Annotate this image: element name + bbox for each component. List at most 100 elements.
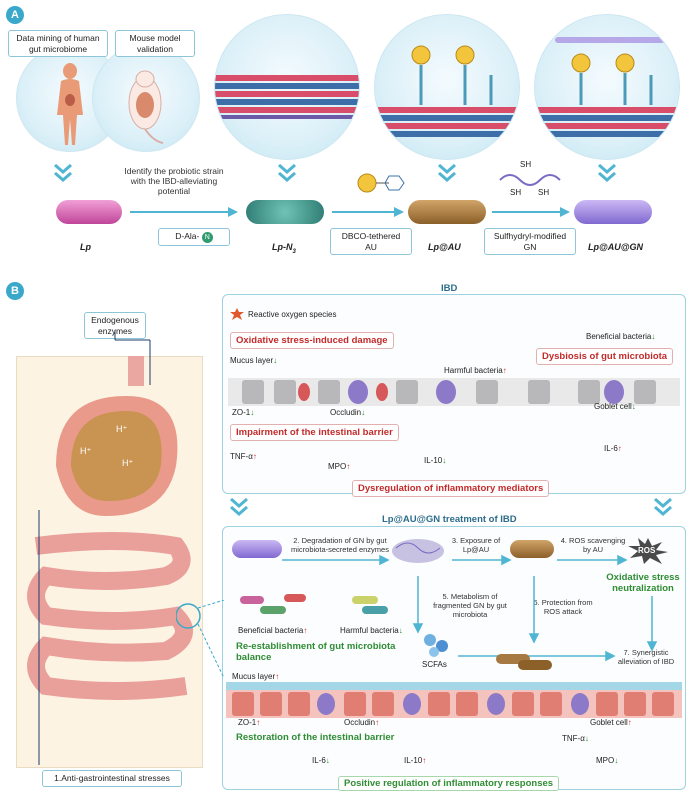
lp-bacterium bbox=[56, 200, 122, 224]
treatment-title: Lp@AU@GN treatment of IBD bbox=[378, 514, 521, 525]
svg-text:H⁺: H⁺ bbox=[122, 458, 133, 468]
sulfhydryl-label: Sulfhydryl-modified GN bbox=[484, 228, 576, 256]
lp-au-bacterium bbox=[510, 540, 554, 558]
harmful-bot-text: Harmful bacteria bbox=[340, 626, 399, 635]
panel-b-badge: B bbox=[6, 282, 24, 300]
lp-au-cluster-icon bbox=[496, 654, 552, 670]
il10-bot-label: IL-10↑ bbox=[404, 756, 427, 765]
step2-text: 2. Degradation of GN by gut microbiota-s… bbox=[291, 536, 389, 554]
lp-label: Lp bbox=[80, 242, 91, 252]
mpo-top-text: MPO bbox=[328, 462, 347, 471]
pointer-line bbox=[38, 510, 40, 765]
il10-bot-text: IL-10 bbox=[404, 756, 423, 765]
mucus-top-label: Mucus layer↓ bbox=[230, 356, 278, 365]
lp-au-gn-circle bbox=[534, 14, 680, 160]
harmful-top-label: Harmful bacteria↑ bbox=[444, 366, 507, 375]
scfas-icon bbox=[424, 634, 448, 657]
goblet-bot-label: Goblet cell↑ bbox=[590, 718, 632, 727]
lp-n3-bacterium bbox=[246, 200, 324, 224]
zoom-connector bbox=[176, 600, 225, 679]
occludin-top-text: Occludin bbox=[330, 408, 362, 417]
sh-label: SH bbox=[538, 188, 550, 197]
beneficial-bot-label: Beneficial bacteria↑ bbox=[238, 626, 308, 635]
mouse-model-label: Mouse model validation bbox=[115, 30, 195, 58]
step4-text: 4. ROS scavenging by AU bbox=[560, 536, 626, 554]
tnf-bot-label: TNF-α↓ bbox=[562, 734, 589, 743]
ros-icon bbox=[230, 308, 244, 320]
lp-au-gn-bacterium bbox=[232, 540, 282, 558]
step3-text: 3. Exposure of Lp@AU bbox=[451, 536, 501, 554]
positive-regulation-title: Positive regulation of inflammatory resp… bbox=[338, 776, 560, 791]
anti-stress-label: 1.Anti-gastrointestinal stresses bbox=[42, 770, 182, 787]
epithelium-damaged bbox=[228, 378, 680, 406]
harmful-bot-label: Harmful bacteria↓ bbox=[340, 626, 403, 635]
d-ala-text: D-Ala- bbox=[175, 231, 200, 241]
occludin-top-label: Occludin↓ bbox=[330, 408, 366, 417]
mucus-bot-label: Mucus layer↑ bbox=[232, 672, 280, 681]
fragmented-gn-icon bbox=[392, 539, 444, 563]
chevron-down-icon bbox=[598, 163, 616, 182]
reestablish-title: Re-establishment of gut microbiota balan… bbox=[236, 641, 396, 663]
chevron-down-icon bbox=[230, 497, 248, 516]
tnf-top-label: TNF-α↑ bbox=[230, 452, 257, 461]
mouse-icon bbox=[128, 70, 164, 144]
arrow-right-icon bbox=[130, 207, 238, 217]
d-ala-label: D-Ala- N bbox=[158, 228, 230, 246]
gi-tract-illustration: H⁺ H⁺ H⁺ bbox=[27, 356, 193, 700]
lp-n3-circle bbox=[214, 14, 360, 160]
ros-legend: Reactive oxygen species bbox=[248, 310, 337, 319]
occludin-bot-text: Occludin bbox=[344, 718, 376, 727]
scfas-label: SCFAs bbox=[422, 660, 447, 669]
tnf-bot-text: TNF-α bbox=[562, 734, 585, 743]
membrane-illustration bbox=[215, 75, 359, 119]
lp-au-circle bbox=[374, 14, 520, 160]
harmful-bacteria-icon bbox=[352, 596, 388, 614]
occludin-bot-label: Occludin↑ bbox=[344, 718, 380, 727]
zo1-bot-text: ZO-1 bbox=[238, 718, 257, 727]
chevron-down-icon bbox=[54, 163, 72, 182]
identify-text: Identify the probiotic strain with the I… bbox=[124, 166, 224, 197]
impairment-title: Impairment of the intestinal barrier bbox=[230, 424, 399, 441]
zo1-top-text: ZO-1 bbox=[232, 408, 251, 417]
bacteria-cluster-icon bbox=[240, 594, 306, 614]
svg-text:H⁺: H⁺ bbox=[116, 424, 127, 434]
il6-top-text: IL-6 bbox=[604, 444, 618, 453]
lp-n3-subscript: 3 bbox=[292, 248, 296, 255]
il10-top-label: IL-10↓ bbox=[424, 456, 447, 465]
lp-n3-label: Lp-N3 bbox=[272, 242, 296, 255]
zo1-bot-label: ZO-1↑ bbox=[238, 718, 261, 727]
dysbiosis-title: Dysbiosis of gut microbiota bbox=[536, 348, 674, 365]
beneficial-top-text: Beneficial bacteria bbox=[586, 332, 652, 341]
dysregulation-title: Dysregulation of inflammatory mediators bbox=[352, 480, 550, 497]
goblet-top-label: Goblet cell↓ bbox=[594, 402, 636, 411]
arrow-right-icon bbox=[492, 207, 570, 217]
il6-bot-text: IL-6 bbox=[312, 756, 326, 765]
lp-au-gn-bacterium bbox=[574, 200, 652, 224]
svg-text:H⁺: H⁺ bbox=[80, 446, 91, 456]
epithelium-healthy bbox=[226, 682, 682, 718]
lp-n3-text: Lp-N bbox=[272, 242, 293, 252]
lp-au-molecule bbox=[375, 45, 519, 137]
ros-burst-icon bbox=[628, 538, 668, 564]
mouse-circle bbox=[92, 44, 200, 152]
step6-text: 6. Protection from ROS attack bbox=[533, 598, 593, 616]
oxidative-neutral-title: Oxidative stress neutralization bbox=[606, 572, 680, 594]
panel-a-badge: A bbox=[6, 6, 24, 24]
chevron-down-icon bbox=[438, 163, 456, 182]
il6-bot-label: IL-6↓ bbox=[312, 756, 330, 765]
zo1-top-label: ZO-1↓ bbox=[232, 408, 255, 417]
mucus-top-text: Mucus layer bbox=[230, 356, 274, 365]
il10-top-text: IL-10 bbox=[424, 456, 443, 465]
il6-top-label: IL-6↑ bbox=[604, 444, 622, 453]
data-mining-label: Data mining of human gut microbiome bbox=[8, 30, 108, 58]
sh-label: SH bbox=[520, 160, 532, 169]
goblet-bot-text: Goblet cell bbox=[590, 718, 628, 727]
step7-text: 7. Synergistic alleviation of IBD bbox=[617, 648, 675, 666]
gn-chain-icon bbox=[499, 174, 561, 186]
mucus-bot-text: Mucus layer bbox=[232, 672, 276, 681]
mpo-top-label: MPO↑ bbox=[328, 462, 351, 471]
human-body-icon bbox=[57, 63, 83, 145]
oxidative-damage-title: Oxidative stress-induced damage bbox=[230, 332, 394, 349]
chevron-down-icon bbox=[278, 163, 296, 182]
flow-arrows bbox=[282, 554, 658, 662]
